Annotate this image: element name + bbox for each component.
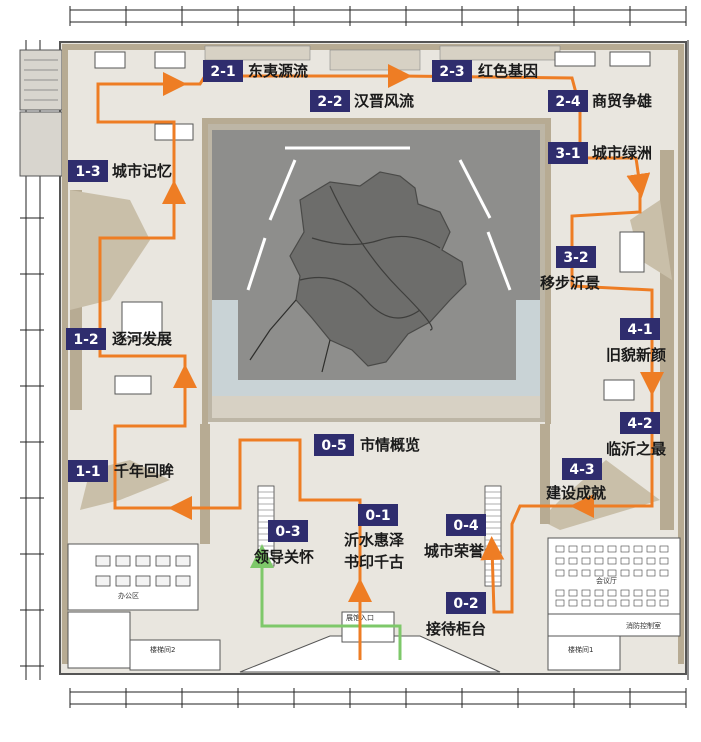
meeting-label: 会议厅 [596,576,617,585]
zone-name: 建设成就 [546,484,606,502]
zone-code: 3-1 [555,146,580,162]
zone-name: 沂水惠泽 [344,531,404,549]
zone-tag-box [268,520,308,542]
zone-4-1: 4-1 旧貌新颜 [606,318,666,364]
zone-code: 0-5 [321,438,346,454]
green-route [250,544,402,660]
zone-0-3: 0-3 领导关怀 [253,520,314,566]
zone-tag-box [314,434,354,456]
zone-code: 0-4 [453,518,479,534]
stair-annex-mid [19,111,63,177]
zone-0-5: 0-5 市情概览 [314,434,420,456]
zone-tag-box [620,318,660,340]
zone-code: 3-2 [563,250,588,266]
zone-tag-box [432,60,472,82]
zone-2-4: 2-4 商贸争雄 [548,90,652,112]
fire-control-label: 消防控制室 [626,621,661,630]
zone-0-2: 0-2 接待柜台 [426,592,486,638]
zone-name: 临沂之最 [606,440,667,458]
zone-tag-box [562,458,602,480]
zone-name: 城市绿洲 [592,144,652,162]
zone-tag-box [620,412,660,434]
zone-code: 2-1 [210,64,235,80]
zone-name: 城市记忆 [112,162,172,180]
zone-code: 1-2 [73,332,98,348]
zone-name: 商贸争雄 [592,92,652,110]
zone-name: 市情概览 [360,436,420,454]
zone-tag-box [68,160,108,182]
zone-1-2: 1-2 逐河发展 [66,328,172,350]
office-label: 办公区 [118,591,139,600]
zone-name-line2: 书印千古 [344,553,404,571]
zone-code: 4-2 [627,416,652,432]
stair-left-label: 楼梯间2 [150,645,175,654]
zone-name: 红色基因 [478,62,538,80]
zone-code: 1-1 [75,464,100,480]
zone-tag-box [548,142,588,164]
zone-code: 0-2 [453,596,478,612]
zone-code: 2-2 [317,94,342,110]
zone-code: 0-3 [275,524,300,540]
zone-code: 4-1 [627,322,652,338]
zone-name: 旧貌新颜 [606,346,666,364]
zone-code: 1-3 [75,164,100,180]
bottom-rooms: 楼梯间2 消防控制室 楼梯间1 [67,611,681,671]
zone-3-2: 3-2 移步沂景 [540,246,600,292]
zone-code: 0-1 [365,508,390,524]
zone-tag-box [548,90,588,112]
inner-walls [200,118,551,544]
zone-0-4: 0-4 城市荣誉 [424,514,486,560]
zone-name: 接待柜台 [426,620,486,638]
zone-tag-box [310,90,350,112]
zone-4-2: 4-2 临沂之最 [606,412,667,458]
zone-code: 4-3 [569,462,594,478]
zone-2-1: 2-1 东夷源流 [203,60,308,82]
zone-code: 2-3 [439,64,464,80]
zone-1-1: 1-1 千年回眸 [68,460,174,482]
zone-name: 汉晋风流 [354,92,414,110]
meeting-room: 会议厅 [547,537,681,615]
zone-4-3: 4-3 建设成就 [546,458,606,502]
orange-route [96,64,664,660]
zone-tag-box [203,60,243,82]
zone-1-3: 1-3 城市记忆 [68,160,172,182]
zone-name: 领导关怀 [253,548,314,566]
zone-tag-box [446,592,486,614]
city-map [249,171,467,373]
zone-tag-box [66,328,106,350]
zone-tag-box [358,504,398,526]
zone-tag-box [68,460,108,482]
zone-code: 2-4 [555,94,581,110]
zone-name: 逐河发展 [112,330,172,348]
zone-name: 东夷源流 [248,62,308,80]
zone-name: 移步沂景 [540,274,600,292]
zone-name: 城市荣誉 [424,542,485,560]
zone-tag-box [446,514,486,536]
zone-2-3: 2-3 红色基因 [432,60,538,82]
stair-right-label: 楼梯间1 [568,645,593,654]
zone-2-2: 2-2 汉晋风流 [310,90,414,112]
zone-name: 千年回眸 [114,462,174,480]
zone-tag-box [556,246,596,268]
office-area: 办公区 [67,543,199,611]
zone-3-1: 3-1 城市绿洲 [548,142,652,164]
